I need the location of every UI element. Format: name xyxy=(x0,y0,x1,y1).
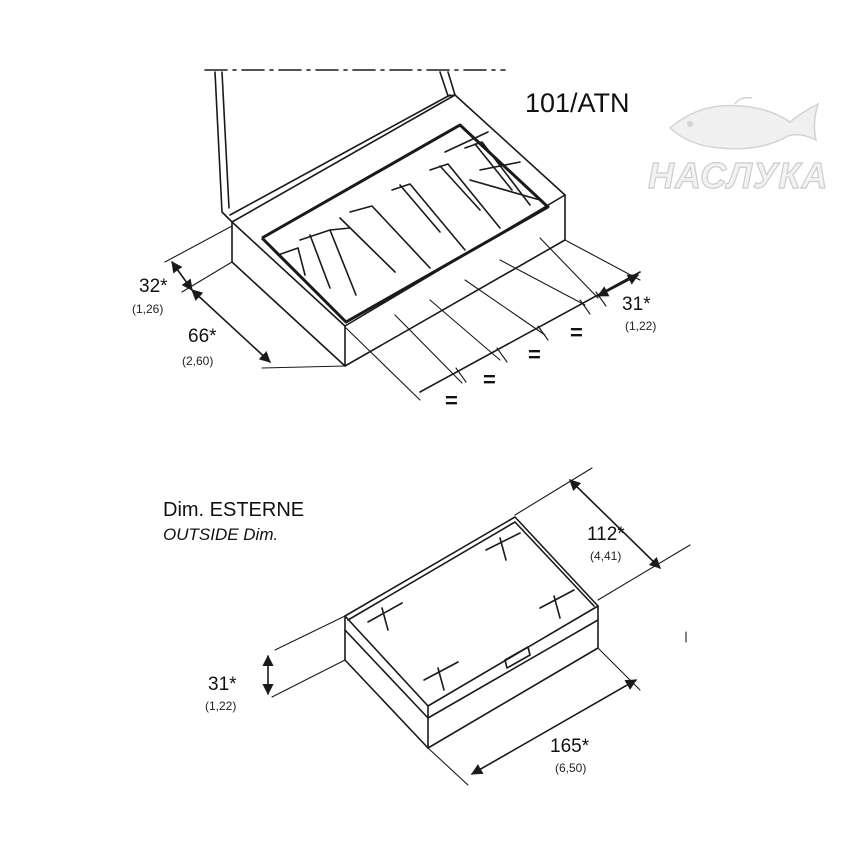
equal-mark: = xyxy=(570,320,583,345)
equal-mark: = xyxy=(445,388,458,413)
closed-box-drawing xyxy=(344,516,599,749)
dim-width-bottom: 112* xyxy=(587,524,625,545)
outside-dim-heading: Dim. ESTERNE xyxy=(163,499,304,521)
dim-height-bottom: 31* xyxy=(208,674,237,695)
model-code: 101/ATN xyxy=(525,88,630,118)
watermark-text: НАСЛУКА xyxy=(648,155,828,196)
dim-width-bottom-inch: (4,41) xyxy=(590,549,621,563)
outside-dim-subheading: OUTSIDE Dim. xyxy=(163,525,278,544)
dim-length-bottom: 165* xyxy=(550,736,590,757)
dim-height-bottom-inch: (1,22) xyxy=(205,699,236,713)
bottom-dimension-lines xyxy=(262,467,691,786)
open-box-drawing xyxy=(204,69,566,367)
dim-height-top-inch: (1,26) xyxy=(132,302,163,316)
watermark-logo: НАСЛУКА xyxy=(647,96,828,197)
equal-mark: = xyxy=(483,367,496,392)
dim-height-top: 32* xyxy=(139,276,168,297)
dim-depth-top-inch: (2,60) xyxy=(182,354,213,368)
equal-mark: = xyxy=(528,342,541,367)
dim-length-bottom-inch: (6,50) xyxy=(555,761,586,775)
dim-compartment-top: 31* xyxy=(622,294,651,315)
dim-depth-top: 66* xyxy=(188,326,217,347)
top-dimension-lines xyxy=(164,225,641,401)
dim-compartment-top-inch: (1,22) xyxy=(625,319,656,333)
